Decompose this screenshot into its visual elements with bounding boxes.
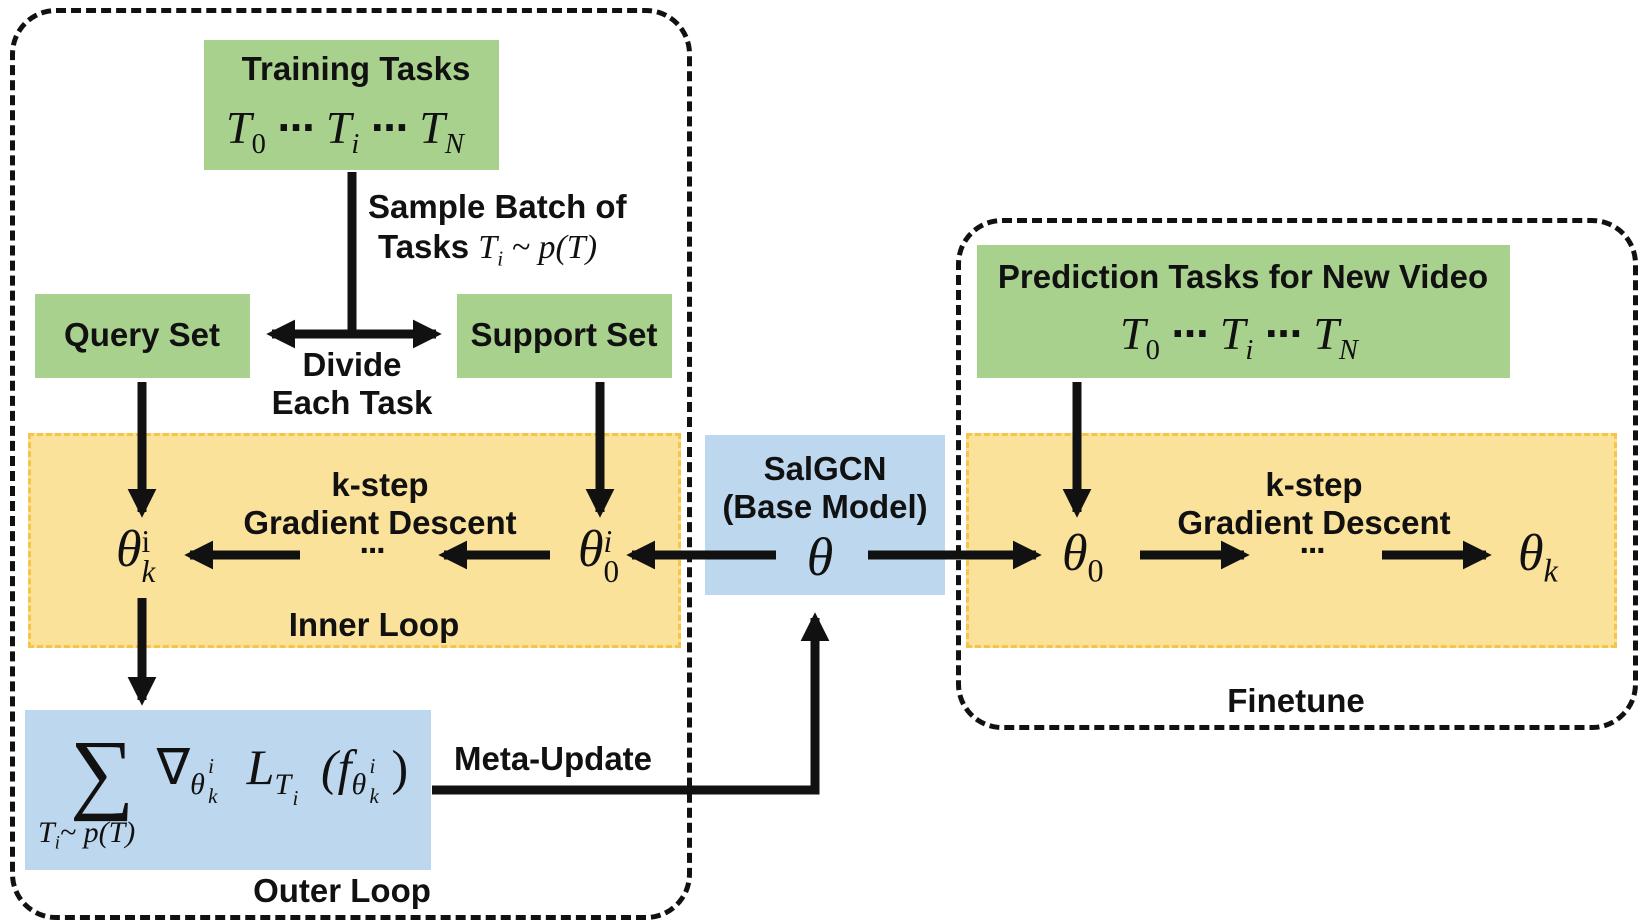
task-t0: T0 <box>1120 308 1160 366</box>
base-theta: θ <box>806 527 834 587</box>
task-ti: Ti <box>1219 308 1254 366</box>
task-dots: ··· <box>1171 307 1211 359</box>
query-set-label: Query Set <box>64 316 220 353</box>
inner-loop-band <box>28 433 681 648</box>
support-set-label: Support Set <box>470 316 658 353</box>
finetune-theta-0: θ0 <box>1062 525 1104 589</box>
prediction-tasks-title: Prediction Tasks for New Video <box>997 258 1489 295</box>
task-tn: TN <box>419 102 464 160</box>
finetune-frame <box>956 218 1638 730</box>
inner-dots: ··· <box>359 532 388 570</box>
base-model-box <box>705 435 945 595</box>
finetune-label: Finetune <box>1227 682 1365 719</box>
sample-batch-label-line2: Tasks Ti ~ p(T) <box>378 228 598 271</box>
training-tasks-box <box>204 40 499 170</box>
training-tasks-list: T0 ··· Ti ··· TN <box>226 104 464 159</box>
meta-gradient-formula: ∑ ∇ θ i k L T i (f θ i k ) <box>70 723 409 822</box>
training-tasks-title: Training Tasks <box>241 50 471 87</box>
task-dots: ··· <box>370 101 411 153</box>
sample-batch-label-line1: Sample Batch of <box>368 188 627 225</box>
task-dots: ··· <box>1264 307 1305 359</box>
outer-loop-label: Outer Loop <box>253 872 431 909</box>
inner-kstep-label: k-step Gradient Descent <box>243 466 517 541</box>
divide-label: Divide Each Task <box>271 346 433 421</box>
base-model-label: SalGCN (Base Model) <box>722 450 928 525</box>
finetune-theta-k: θk <box>1518 525 1558 589</box>
prediction-tasks-box <box>977 245 1510 378</box>
task-ti: Ti <box>325 102 360 160</box>
meta-gradient-box <box>25 710 431 870</box>
finetune-kstep-label: k-step Gradient Descent <box>1177 466 1451 541</box>
nabla-symbol: ∇ <box>156 739 191 796</box>
query-set-box <box>35 294 250 378</box>
support-set-box <box>457 294 672 378</box>
inner-loop-label: Inner Loop <box>288 606 460 643</box>
finetune-dots: ··· <box>1299 532 1328 570</box>
loss-symbol: L <box>246 739 275 796</box>
prediction-tasks-list: T0 ··· Ti ··· TN <box>1120 310 1358 365</box>
task-t0: T0 <box>226 102 266 160</box>
finetune-loop-band <box>966 433 1617 648</box>
sum-range: Ti~ p(T) <box>38 816 136 854</box>
meta-training-frame <box>10 8 692 920</box>
nabla-subscript: θ i k <box>190 753 218 808</box>
task-dots: ··· <box>277 101 317 153</box>
meta-update-label: Meta-Update <box>454 740 653 777</box>
sum-symbol: ∑ <box>70 723 135 822</box>
task-tn: TN <box>1313 308 1358 366</box>
